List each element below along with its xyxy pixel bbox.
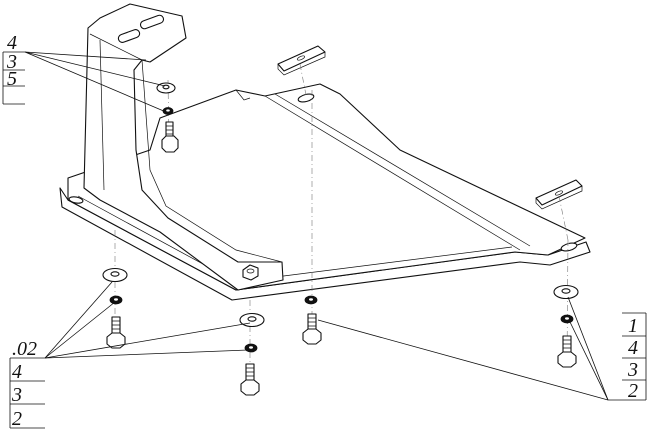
callout-stack-bottom-right: 1 4 3 2 xyxy=(622,312,647,402)
fastener-stack-center xyxy=(302,295,322,345)
flat-washer xyxy=(102,267,128,283)
bolt xyxy=(302,313,322,345)
callout-top-left-2: 5 xyxy=(7,68,17,90)
callout-bottom-left-0: .02 xyxy=(12,338,37,360)
callout-bottom-left-3: 2 xyxy=(12,408,22,430)
leader-lines xyxy=(3,51,646,401)
bolt xyxy=(106,316,126,349)
flat-washer xyxy=(239,312,265,328)
callout-bottom-right-2: 3 xyxy=(627,359,638,381)
callout-bottom-right-3: 2 xyxy=(628,380,638,402)
callout-top-left-1: 3 xyxy=(6,51,17,73)
bolt xyxy=(240,363,260,396)
callout-bottom-left-2: 3 xyxy=(11,384,22,406)
bolt xyxy=(557,335,577,368)
mounting-strip-left xyxy=(277,45,326,76)
mounting-strip-right xyxy=(535,179,583,210)
callout-stack-top-left: 4 3 5 xyxy=(2,32,25,105)
callout-stack-bottom-left: .02 4 3 2 xyxy=(9,338,45,430)
lock-washer xyxy=(304,295,318,305)
lock-washer xyxy=(560,314,574,324)
vertical-bracket xyxy=(83,3,284,291)
fastener-stack-right xyxy=(553,284,579,368)
callout-top-left-0: 4 xyxy=(7,32,17,54)
lock-washer xyxy=(244,343,258,353)
fastener-stack-bottom-center xyxy=(239,312,265,396)
callout-bottom-right-1: 4 xyxy=(628,337,638,359)
callout-bottom-left-1: 4 xyxy=(12,361,22,383)
bolt xyxy=(161,121,179,153)
lock-washer xyxy=(109,295,123,305)
flat-washer xyxy=(553,284,579,300)
callout-bottom-right-0: 1 xyxy=(628,315,638,337)
